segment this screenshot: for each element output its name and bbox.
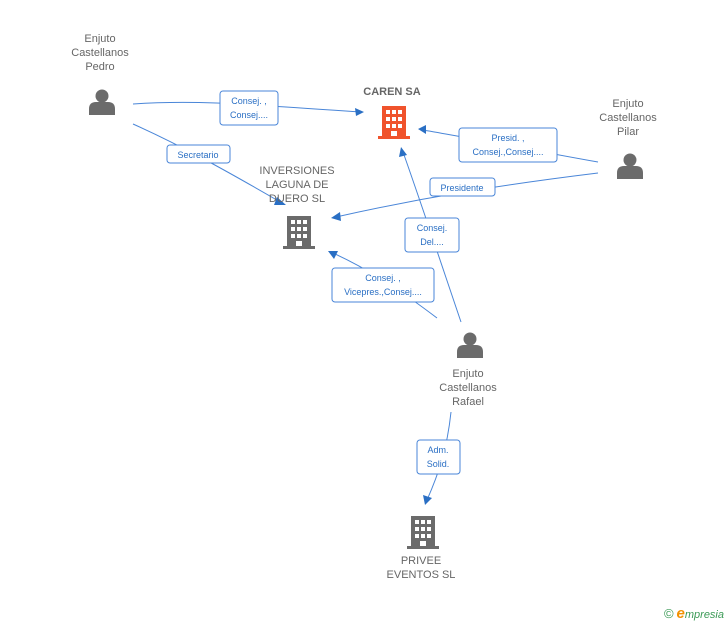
- copyright-icon: ©: [663, 606, 674, 621]
- edge-rafael-privee[interactable]: Adm. Solid.: [416, 411, 461, 505]
- node-label: Castellanos: [71, 47, 129, 59]
- edge-label: Vicepres.,Consej....: [344, 287, 422, 297]
- edge-label: Solid.: [427, 459, 450, 469]
- node-company-caren[interactable]: CAREN SA: [363, 86, 421, 139]
- node-person-pedro[interactable]: Enjuto Castellanos Pedro: [71, 33, 129, 115]
- building-icon: [378, 106, 410, 139]
- node-label: Rafael: [452, 396, 484, 408]
- edge-pedro-caren[interactable]: Consej. , Consej....: [132, 90, 364, 126]
- building-icon: [283, 216, 315, 249]
- edge-label: Adm.: [427, 445, 448, 455]
- edge-pilar-inversiones[interactable]: Presidente: [331, 172, 599, 221]
- node-label: Pedro: [85, 61, 114, 73]
- node-label: CAREN SA: [363, 86, 421, 98]
- edge-label: Consej.: [417, 223, 448, 233]
- node-label: Enjuto: [452, 368, 483, 380]
- node-company-inversiones[interactable]: INVERSIONES LAGUNA DE DUERO SL: [259, 165, 335, 249]
- node-label: Enjuto: [84, 33, 115, 45]
- building-icon: [407, 516, 439, 549]
- edge-label: Secretario: [177, 150, 218, 160]
- edge-label: Presidente: [440, 183, 483, 193]
- node-label: PRIVEE: [401, 555, 441, 567]
- edge-pedro-inversiones[interactable]: Secretario: [132, 123, 286, 205]
- node-person-pilar[interactable]: Enjuto Castellanos Pilar: [599, 98, 657, 179]
- brand-logo-initial: e: [676, 605, 685, 622]
- person-icon: [617, 153, 643, 179]
- person-icon: [89, 89, 115, 115]
- node-label: Enjuto: [612, 98, 643, 110]
- node-label: EVENTOS SL: [387, 569, 456, 581]
- person-icon: [457, 332, 483, 358]
- brand-logo-text: mpresia: [684, 609, 724, 621]
- node-company-privee[interactable]: PRIVEE EVENTOS SL: [387, 516, 456, 581]
- node-person-rafael[interactable]: Enjuto Castellanos Rafael: [439, 332, 497, 409]
- edge-pilar-caren[interactable]: Presid. , Consej.,Consej....: [418, 125, 599, 163]
- node-label: DUERO SL: [269, 193, 325, 205]
- edge-label: Presid. ,: [491, 133, 524, 143]
- edge-rafael-caren[interactable]: Consej. Del....: [399, 147, 462, 323]
- edge-rafael-inversiones[interactable]: Consej. , Vicepres.,Consej....: [328, 251, 438, 319]
- edge-label: Del....: [420, 237, 444, 247]
- node-label: Castellanos: [439, 382, 497, 394]
- edge-label: Consej.,Consej....: [472, 147, 543, 157]
- edge-label: Consej. ,: [231, 96, 267, 106]
- brand-footer: ©empresia: [664, 605, 724, 622]
- node-label: Castellanos: [599, 112, 657, 124]
- edge-label: Consej. ,: [365, 273, 401, 283]
- node-label: INVERSIONES: [259, 165, 334, 177]
- edge-label: Consej....: [230, 110, 268, 120]
- node-label: Pilar: [617, 126, 639, 138]
- node-label: LAGUNA DE: [266, 179, 329, 191]
